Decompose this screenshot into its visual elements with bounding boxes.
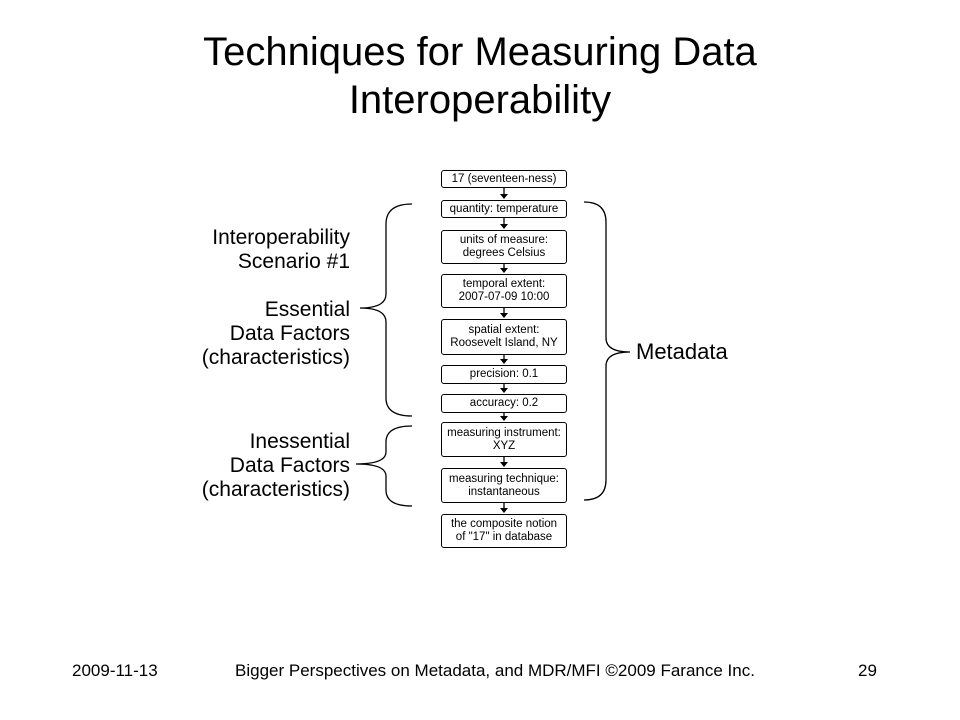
arrowhead-3 bbox=[500, 268, 508, 273]
box-accuracy: accuracy: 0.2 bbox=[441, 394, 567, 413]
inessential-label-line-3: (characteristics) bbox=[201, 478, 350, 501]
box-line-1: spatial extent: bbox=[468, 324, 540, 336]
box-line-1: 17 (seventeen-ness) bbox=[451, 172, 557, 185]
box-measuring-technique: measuring technique: instantaneous bbox=[441, 468, 567, 503]
essential-label-line-1: Essential bbox=[264, 298, 350, 321]
essential-label-line-3: (characteristics) bbox=[201, 346, 350, 369]
inessential-brace bbox=[355, 425, 413, 507]
box-line-2: instantaneous bbox=[468, 485, 540, 498]
arrowhead-1 bbox=[500, 194, 508, 199]
box-line-2: 2007-07-09 10:00 bbox=[458, 291, 550, 303]
arrowhead-7 bbox=[500, 416, 508, 421]
title-line-2: Interoperability bbox=[348, 78, 612, 122]
box-quantity: quantity: temperature bbox=[441, 200, 567, 218]
box-precision: precision: 0.1 bbox=[441, 365, 567, 384]
arrowhead-9 bbox=[500, 508, 508, 513]
arrowhead-4 bbox=[500, 313, 508, 318]
box-units-of-measure: units of measure: degrees Celsius bbox=[441, 230, 567, 264]
box-seventeen-ness: 17 (seventeen-ness) bbox=[441, 170, 567, 188]
footer-page-number: 29 bbox=[858, 661, 877, 680]
arrowhead-6 bbox=[500, 388, 508, 393]
scenario-label: Interoperability Scenario #1 bbox=[212, 226, 350, 274]
box-line-1: precision: 0.1 bbox=[469, 368, 539, 380]
scenario-label-line-2: Scenario #1 bbox=[237, 250, 350, 273]
arrowhead-5 bbox=[500, 359, 508, 364]
essential-factors-label: Essential Data Factors (characteristics) bbox=[202, 298, 350, 370]
box-line-1: measuring technique: bbox=[449, 472, 559, 485]
box-line-1: accuracy: 0.2 bbox=[469, 397, 539, 409]
box-line-2: Roosevelt Island, NY bbox=[450, 337, 558, 349]
essential-brace bbox=[359, 203, 413, 417]
box-spatial-extent: spatial extent: Roosevelt Island, NY bbox=[441, 319, 567, 355]
box-line-1: quantity: temperature bbox=[449, 202, 559, 215]
box-line-2: of "17" in database bbox=[455, 531, 553, 543]
box-measuring-instrument: measuring instrument: XYZ bbox=[441, 422, 567, 457]
footer-date: 2009-11-13 bbox=[72, 661, 158, 680]
box-composite-notion: the composite notion of "17" in database bbox=[441, 514, 567, 548]
box-line-1: units of measure: bbox=[459, 234, 549, 246]
inessential-label-line-2: Data Factors bbox=[229, 454, 350, 477]
metadata-label: Metadata bbox=[636, 339, 728, 364]
arrowhead-2 bbox=[500, 224, 508, 229]
box-line-1: the composite notion bbox=[450, 518, 558, 530]
box-line-1: temporal extent: bbox=[462, 278, 546, 290]
arrowhead-8 bbox=[500, 462, 508, 467]
box-line-2: degrees Celsius bbox=[462, 247, 546, 259]
box-line-1: measuring instrument: bbox=[447, 426, 561, 439]
inessential-label-line-1: Inessential bbox=[249, 430, 350, 453]
metadata-brace bbox=[583, 201, 631, 501]
essential-label-line-2: Data Factors bbox=[229, 322, 350, 345]
box-temporal-extent: temporal extent: 2007-07-09 10:00 bbox=[441, 274, 567, 308]
footer-copyright: Bigger Perspectives on Metadata, and MDR… bbox=[235, 661, 755, 680]
slide-title: Techniques for Measuring Data Interopera… bbox=[80, 28, 880, 124]
box-line-2: XYZ bbox=[492, 439, 516, 452]
inessential-factors-label: Inessential Data Factors (characteristic… bbox=[202, 430, 350, 502]
scenario-label-line-1: Interoperability bbox=[212, 226, 350, 249]
title-line-1: Techniques for Measuring Data bbox=[203, 30, 757, 74]
